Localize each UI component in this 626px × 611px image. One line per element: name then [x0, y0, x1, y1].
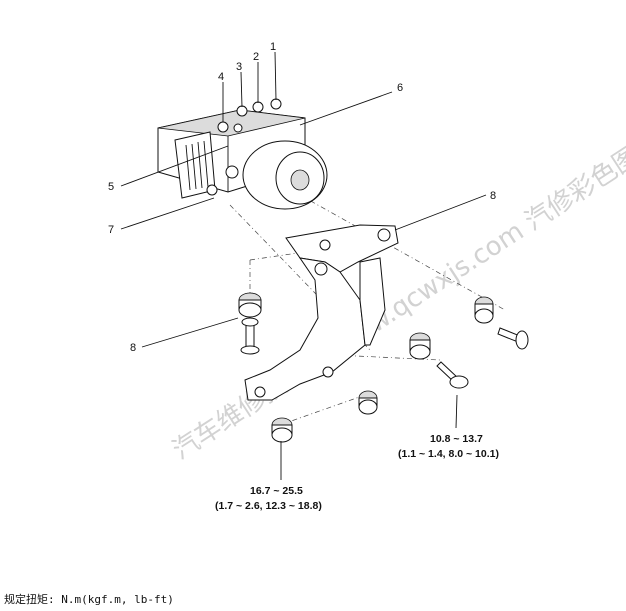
callout-7: 7: [108, 224, 114, 236]
bracket-bushing-center: [358, 390, 378, 415]
callout-6: 6: [397, 82, 403, 94]
bracket-bushing-left: [238, 292, 262, 318]
torque-spec-note: 规定扭矩: N.m(kgf.m, lb-ft): [4, 592, 174, 606]
callout-4: 4: [218, 71, 224, 83]
callout-leader-lines: [120, 51, 487, 480]
abs-hydraulic-unit: [157, 98, 328, 210]
torque-bottom-conversion: (1.7 ~ 2.6, 12.3 ~ 18.8): [215, 500, 322, 512]
brake-line-ports: [217, 98, 282, 133]
callout-1: 1: [270, 41, 276, 53]
callout-3: 3: [236, 61, 242, 73]
abs-mounting-bracket: [244, 224, 399, 401]
callout-5: 5: [108, 181, 114, 193]
bolt-left: [240, 317, 260, 355]
bolt-right-mid: [436, 361, 469, 389]
torque-right-value: 10.8 ~ 13.7: [430, 433, 483, 445]
bracket-bushing-right-mid: [409, 332, 431, 360]
bolt-right-top: [497, 327, 529, 350]
torque-bottom-value: 16.7 ~ 25.5: [250, 485, 303, 497]
callout-2: 2: [253, 51, 259, 63]
bracket-bushing-bottom: [271, 417, 293, 443]
bracket-bushing-right-top: [474, 296, 494, 324]
callout-8-bushing: 8: [130, 342, 136, 354]
callout-8-bracket: 8: [490, 190, 496, 202]
torque-right-conversion: (1.1 ~ 1.4, 8.0 ~ 10.1): [398, 448, 499, 460]
